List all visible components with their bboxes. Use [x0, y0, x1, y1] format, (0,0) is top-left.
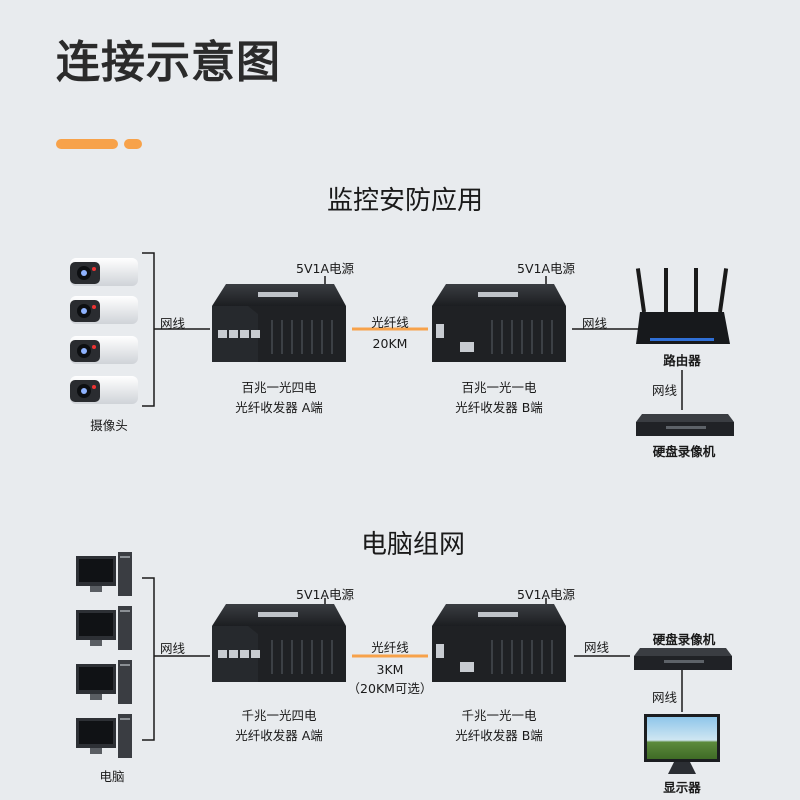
- converter-a-2: [212, 604, 346, 682]
- converter-b-2: [432, 604, 566, 682]
- dvr-label-1: 硬盘录像机: [652, 444, 716, 459]
- monitor-icon: [644, 714, 720, 774]
- fiber-label-2: 光纤线: [371, 640, 409, 655]
- camera-label: 摄像头: [90, 418, 128, 433]
- page-title: 连接示意图: [56, 37, 281, 88]
- converter-b-name: 千兆一光一电: [461, 708, 537, 723]
- converter-b-end: 光纤收发器 B端: [455, 728, 543, 743]
- accent-bar: [56, 139, 118, 149]
- section2-lines: [142, 577, 683, 741]
- power-a-label-2: 5V1A电源: [296, 587, 355, 602]
- computer-label: 电脑: [99, 769, 125, 784]
- converter-a-label-2: 千兆一光四电 光纤收发器 A端: [200, 706, 358, 746]
- converter-b-name: 百兆一光一电: [461, 380, 537, 395]
- converter-a-name: 千兆一光四电: [241, 708, 317, 723]
- left-cable-label-1: 网线: [160, 316, 186, 331]
- section-heading-pc: 电脑组网: [360, 530, 465, 560]
- distance-label-1: 20KM: [372, 336, 408, 351]
- converter-b-label-1: 百兆一光一电 光纤收发器 B端: [420, 378, 578, 418]
- camera-icons: [70, 258, 138, 404]
- right-cable-label-2: 网线: [584, 640, 610, 655]
- converter-a-end: 光纤收发器 A端: [235, 728, 323, 743]
- right-mid-cable-label-2: 网线: [652, 690, 678, 705]
- power-a-label-1: 5V1A电源: [296, 261, 355, 276]
- right-cable-label-1: 网线: [582, 316, 608, 331]
- converter-a-1: [212, 284, 346, 362]
- converter-b-1: [432, 284, 566, 362]
- left-cable-label-2: 网线: [160, 641, 186, 656]
- converter-b-end: 光纤收发器 B端: [455, 400, 543, 415]
- accent-dot: [124, 139, 142, 149]
- computer-icons: [76, 552, 132, 758]
- distance-label-2: 3KM: [376, 662, 404, 677]
- monitor-label: 显示器: [663, 780, 701, 795]
- dvr-label-2: 硬盘录像机: [652, 632, 716, 647]
- dvr-icon-2: [634, 648, 732, 670]
- right-mid-cable-label-1: 网线: [652, 383, 678, 398]
- converter-a-label-1: 百兆一光四电 光纤收发器 A端: [200, 378, 358, 418]
- power-b-label-1: 5V1A电源: [517, 261, 576, 276]
- router-label: 路由器: [663, 353, 701, 368]
- section-heading-security: 监控安防应用: [326, 186, 483, 216]
- distance-note-2: （20KM可选）: [347, 681, 433, 696]
- fiber-label-1: 光纤线: [371, 315, 409, 330]
- converter-a-name: 百兆一光四电: [241, 380, 317, 395]
- converter-a-end: 光纤收发器 A端: [235, 400, 323, 415]
- converter-b-label-2: 千兆一光一电 光纤收发器 B端: [420, 706, 578, 746]
- dvr-icon-1: [636, 414, 734, 436]
- power-b-label-2: 5V1A电源: [517, 587, 576, 602]
- router-icon: [635, 268, 730, 344]
